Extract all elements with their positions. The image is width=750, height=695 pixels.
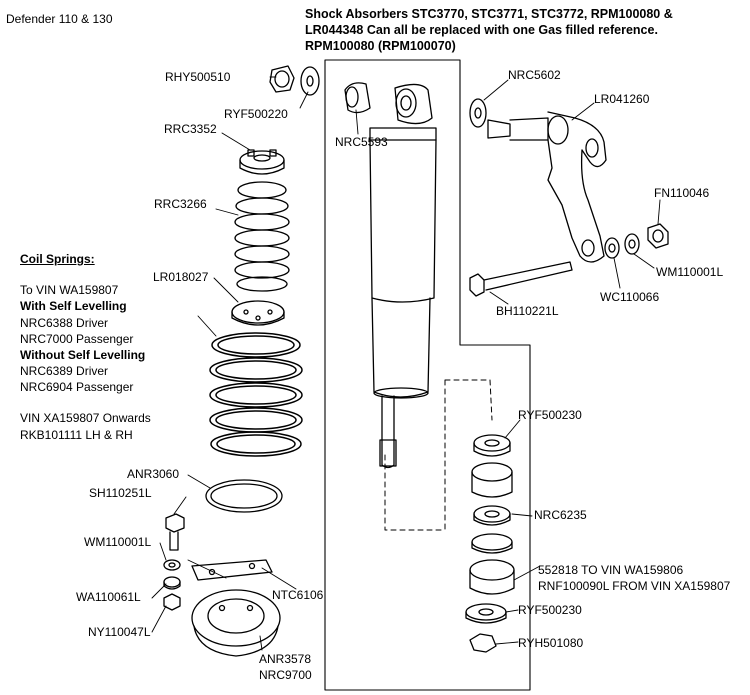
spring-plate <box>231 300 285 326</box>
to-vin-label: To VIN WA159807 <box>20 283 119 297</box>
nrc6904-label: NRC6904 Passenger <box>20 380 134 394</box>
bolt <box>165 513 185 551</box>
retaining-plate <box>191 559 273 581</box>
label-nrc5593: NRC5593 <box>335 135 388 149</box>
shock-enclosure-outline <box>324 59 531 691</box>
label-lr041260: LR041260 <box>594 92 650 106</box>
label-ny110047l: NY110047L <box>88 625 151 639</box>
spring-base <box>191 589 281 657</box>
label-ntc6106: NTC6106 <box>272 588 324 602</box>
note-line-3: RPM100080 (RPM100070) <box>305 39 456 53</box>
rkb-label: RKB101111 LH & RH <box>20 428 133 442</box>
label-anr3578: ANR3578 <box>259 652 312 666</box>
label-rrc3266: RRC3266 <box>154 197 207 211</box>
coil-springs-heading: Coil Springs: <box>20 252 95 266</box>
label-rhy500510: RHY500510 <box>165 70 231 84</box>
shock-rod-dashed-bracket <box>384 379 493 531</box>
label-ryf500230-bottom: RYF500230 <box>518 603 582 617</box>
with-self-levelling: With Self Levelling <box>20 299 127 313</box>
vin-onwards-label: VIN XA159807 Onwards <box>20 411 151 425</box>
top-nut-washer <box>269 65 320 96</box>
nrc7000-label: NRC7000 Passenger <box>20 332 134 346</box>
shock-absorber-note: Shock Absorbers STC3770, STC3771, STC377… <box>305 6 745 54</box>
label-sh110251l: SH110251L <box>89 486 152 500</box>
label-fn110046: FN110046 <box>654 186 710 200</box>
label-wm110001l-left: WM110001L <box>84 535 152 549</box>
spring-top-seat <box>239 149 285 175</box>
upper-bracket <box>487 111 607 263</box>
label-wc110066: WC110066 <box>600 290 660 304</box>
bracket-nut <box>647 223 669 249</box>
model-title: Defender 110 & 130 <box>6 12 113 26</box>
leader-lines <box>151 76 661 651</box>
bracket-washers <box>604 233 640 259</box>
label-bh110221l: BH110221L <box>496 304 559 318</box>
label-nrc6235: NRC6235 <box>534 508 587 522</box>
label-bush-line-1: 552818 TO VIN WA159806 <box>538 563 684 577</box>
note-line-2: LR044348 Can all be replaced with one Ga… <box>305 23 658 37</box>
nrc6389-label: NRC6389 Driver <box>20 364 109 378</box>
note-line-1: Shock Absorbers STC3770, STC3771, STC377… <box>305 7 673 21</box>
spring-ring <box>205 479 283 513</box>
label-nrc9700: NRC9700 <box>259 668 312 682</box>
label-ryf500220: RYF500220 <box>224 107 288 121</box>
main-coil-spring <box>209 332 303 457</box>
without-self-levelling: Without Self Levelling <box>20 348 146 362</box>
left-washers-nut <box>163 559 181 611</box>
helper-spring <box>234 181 290 292</box>
label-nrc5602: NRC5602 <box>508 68 561 82</box>
label-wa110061l: WA110061L <box>76 590 141 604</box>
label-anr3060: ANR3060 <box>127 467 180 481</box>
nrc6388-label: NRC6388 Driver <box>20 316 109 330</box>
lower-bush-stack <box>465 434 515 653</box>
label-rrc3352: RRC3352 <box>164 122 217 136</box>
label-lr018027: LR018027 <box>153 270 209 284</box>
label-ryh501080: RYH501080 <box>518 636 584 650</box>
bracket-washer <box>469 98 487 128</box>
shock-absorber <box>344 82 437 469</box>
long-bolt <box>469 261 573 297</box>
label-wm110001l-right: WM110001L <box>656 265 724 279</box>
label-bush-line-2: RNF100090L FROM VIN XA159807 <box>538 579 731 593</box>
label-ryf500230-top: RYF500230 <box>518 408 582 422</box>
